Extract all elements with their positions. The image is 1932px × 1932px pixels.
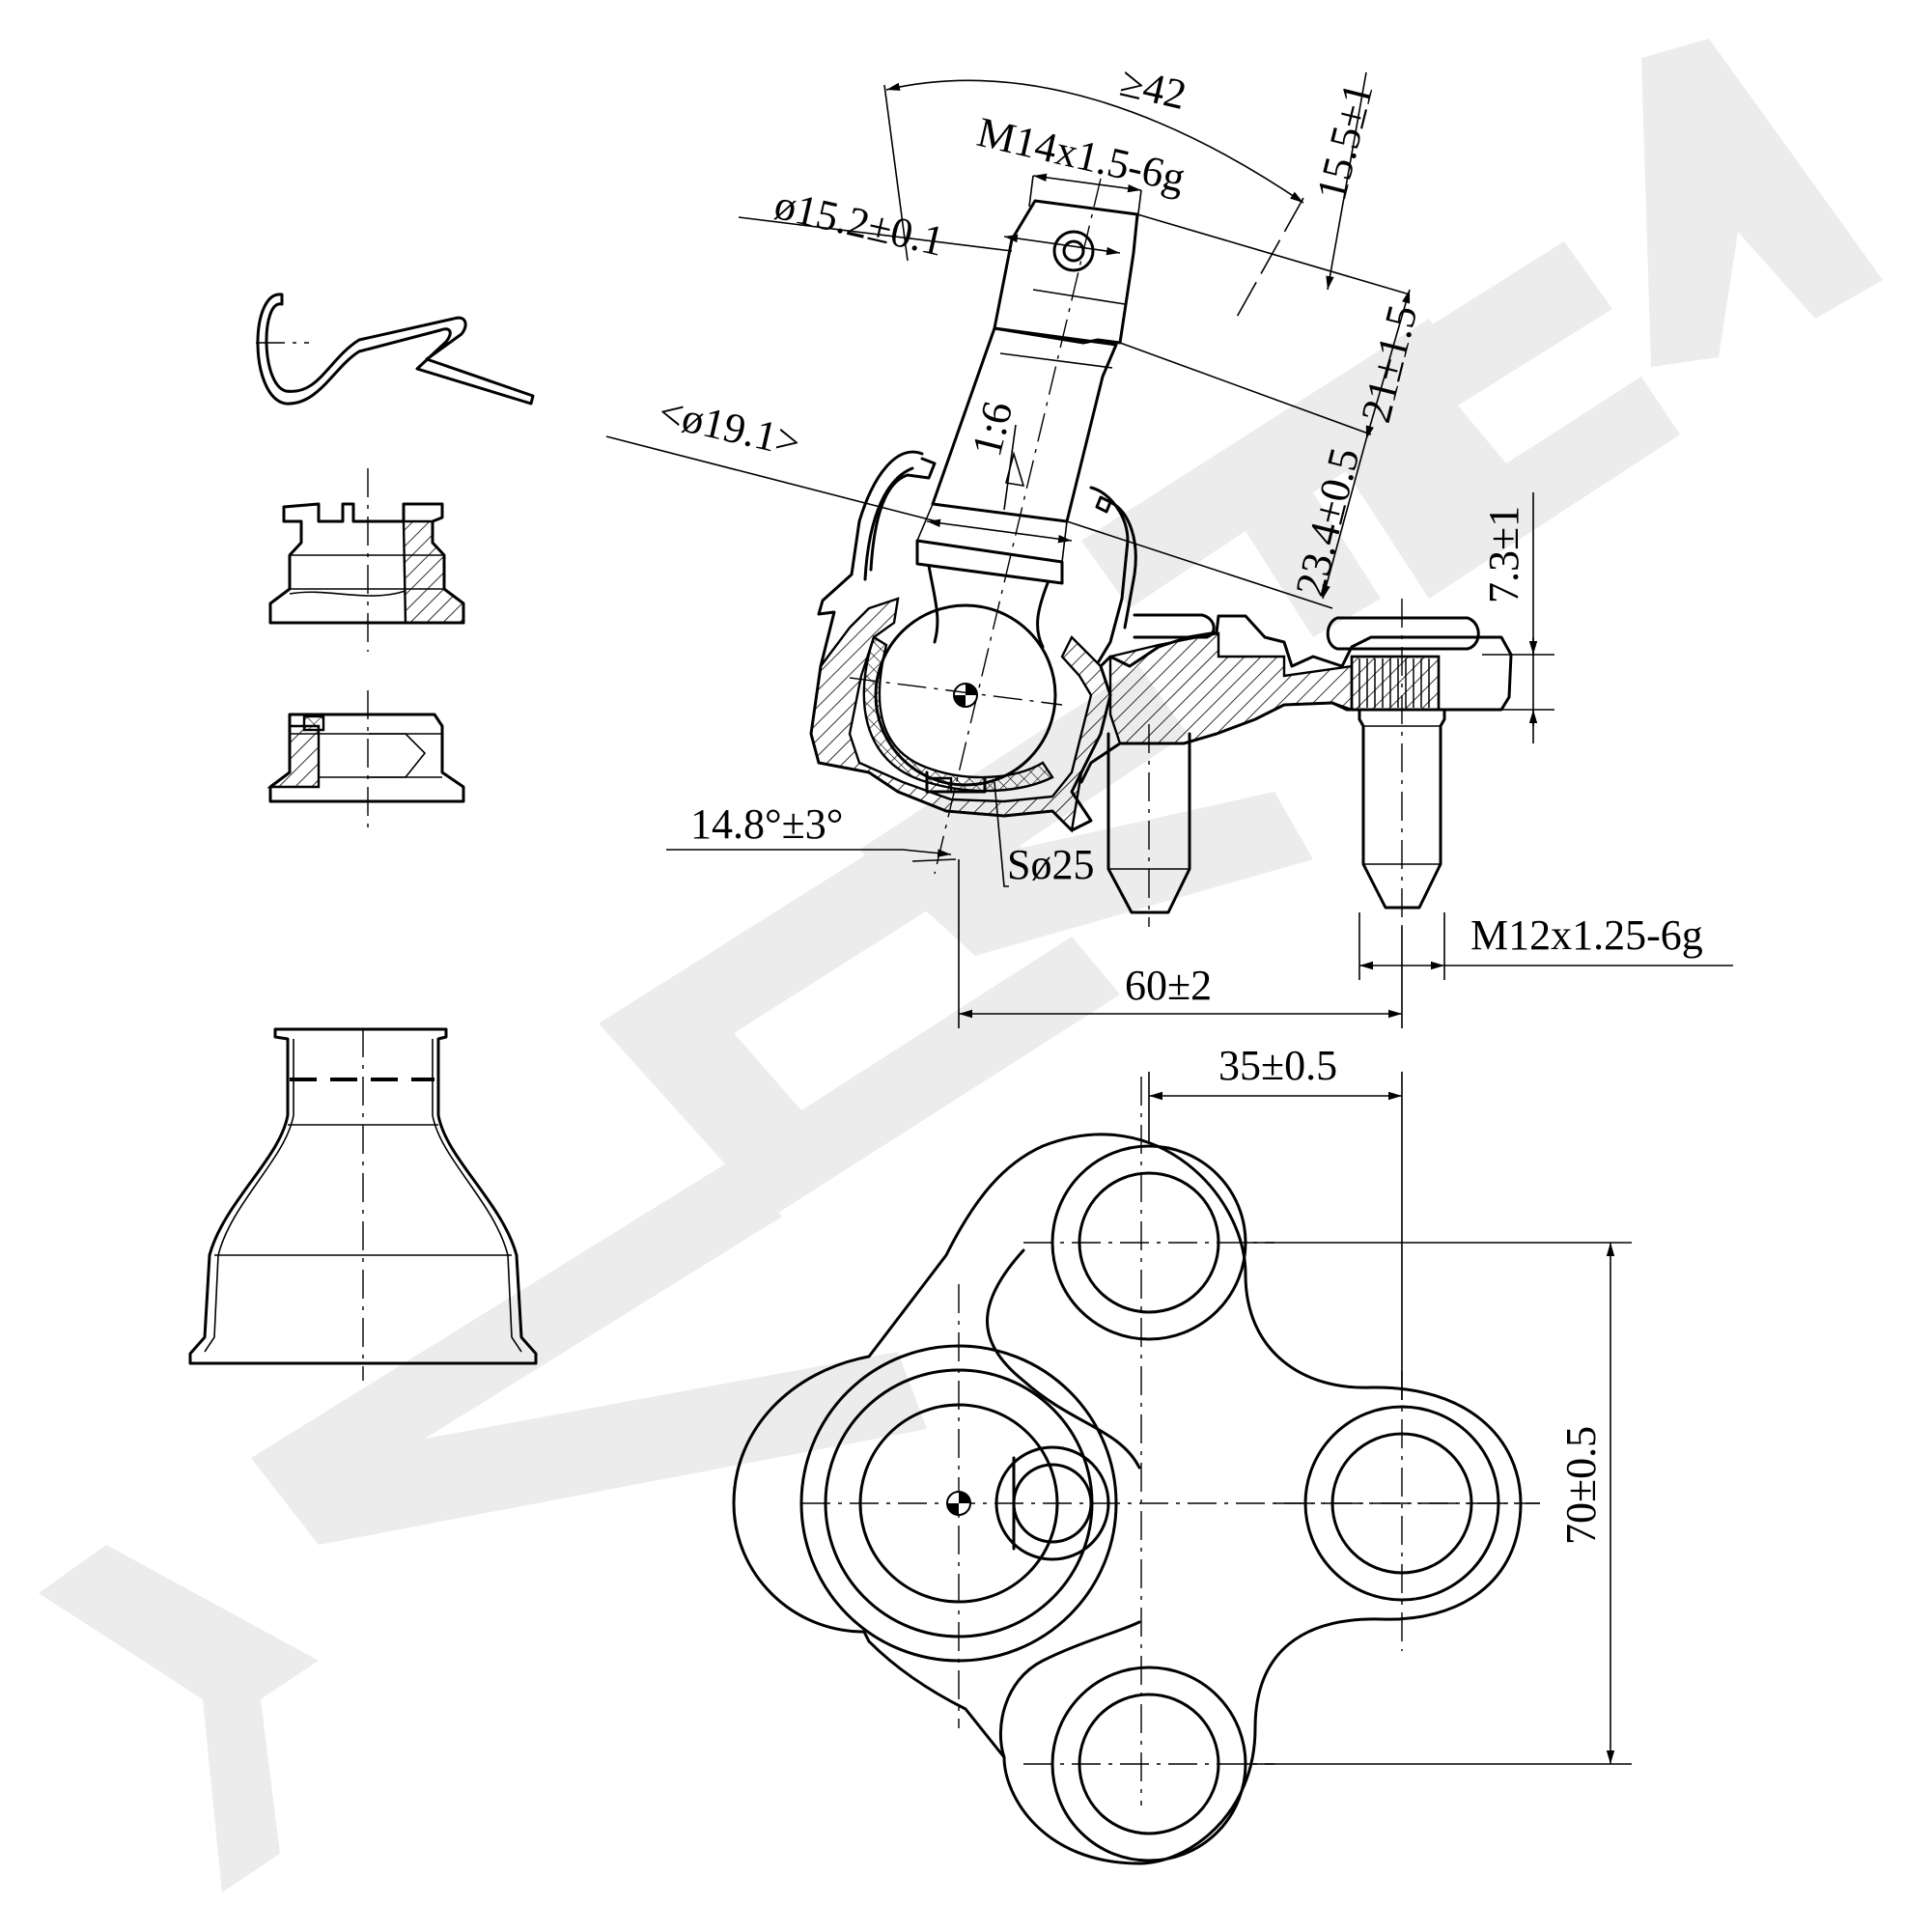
rear-bolt xyxy=(1106,613,1216,927)
watermark-chevron xyxy=(39,1545,319,1892)
ball xyxy=(874,603,1057,787)
top-dimensions: 35±0.5 70±0.5 xyxy=(1148,1042,1632,1765)
housing-section xyxy=(809,597,1112,833)
dim-dist-70: 70±0.5 xyxy=(1557,1426,1605,1545)
lock-nut xyxy=(266,690,465,830)
castle-nut xyxy=(268,468,465,652)
dim-shank-len: 15.5±1 xyxy=(1307,78,1382,205)
cotter-pin xyxy=(256,293,535,406)
watermark-z xyxy=(251,1159,927,1545)
cotter-hole xyxy=(1052,230,1095,272)
dim-angle: 14.8°±3° xyxy=(690,800,843,848)
watermark-e1 xyxy=(599,792,1120,1217)
side-view xyxy=(809,178,1513,927)
dim-sphere: Sø25 xyxy=(1007,841,1094,888)
front-bolt xyxy=(1326,599,1480,927)
stud-boss-outer xyxy=(799,1344,1118,1663)
stud-taper xyxy=(931,326,1118,523)
bolt-boss-right xyxy=(1303,1405,1500,1602)
watermark-k xyxy=(1641,39,1883,367)
watermark-n xyxy=(859,666,1313,956)
dim-diameter-152: ø15.2±0.1 xyxy=(770,181,949,266)
dim-taper: 1:6 xyxy=(963,397,1022,461)
dim-min-length-arc xyxy=(885,79,1304,204)
watermark-e2 xyxy=(1303,241,1680,599)
dust-boot xyxy=(188,1027,538,1381)
stud-tip-outer xyxy=(994,1445,1110,1561)
top-view xyxy=(732,1077,1540,1865)
dim-thick-73: 7.3±1 xyxy=(1480,506,1527,603)
stud-thread-section xyxy=(993,199,1139,345)
dim-dist-35: 35±0.5 xyxy=(1218,1042,1337,1089)
dim-dist-60: 60±2 xyxy=(1125,962,1212,1009)
dim-thread-bolt: M12x1.25-6g xyxy=(1470,911,1703,959)
arm-section xyxy=(1108,631,1354,745)
